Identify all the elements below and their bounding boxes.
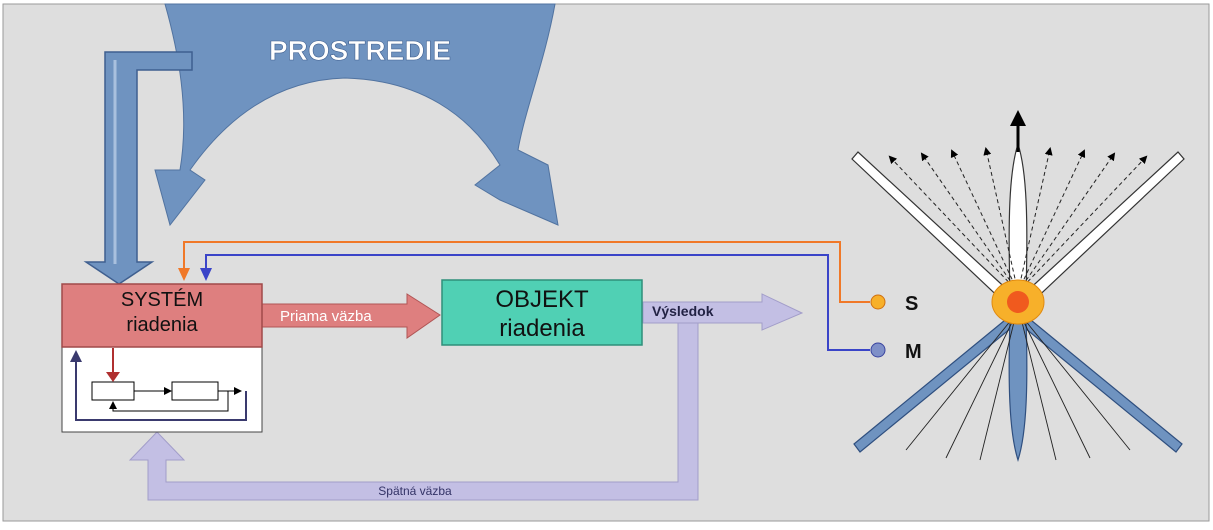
output-label: Výsledok [652, 303, 714, 319]
s-terminal-label: S [905, 293, 918, 315]
internal-loop-diagram [70, 348, 247, 421]
internal-block-1 [91, 381, 135, 401]
forward-link-arrow [261, 293, 441, 339]
feedback-label: Spätná väzba [378, 484, 452, 498]
m-terminal-label: M [905, 341, 922, 363]
feedback-path [128, 317, 699, 501]
controlled-object-block [441, 279, 643, 346]
environment-shape [154, 3, 559, 227]
output-arrow [642, 293, 804, 331]
forward-link-label: Priama väzba [280, 308, 372, 325]
s-terminal [870, 294, 886, 310]
control-system-subtitle: riadenia [126, 314, 198, 336]
controlled-object-subtitle: riadenia [499, 315, 585, 342]
environment-to-system-arrow [83, 51, 193, 285]
controlled-object-title: OBJEKT [495, 286, 589, 313]
internal-feedback-arrow [75, 357, 247, 421]
s-signal-line [178, 241, 886, 310]
central-node-core [1007, 291, 1029, 313]
m-terminal [870, 342, 886, 358]
internal-block-2 [171, 381, 219, 401]
m-signal-line [200, 254, 886, 358]
control-system-block [61, 283, 263, 433]
environment-label: PROSTREDIE [269, 35, 451, 66]
control-system-title: SYSTÉM [121, 288, 203, 311]
radiant-figure [851, 110, 1185, 462]
